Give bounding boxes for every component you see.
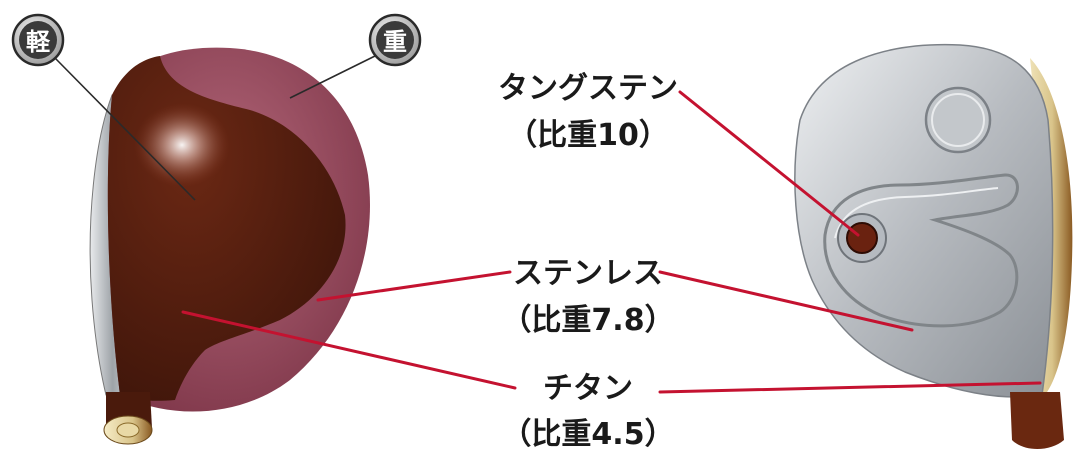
- light-badge-text: 軽: [26, 28, 51, 56]
- titanium-gravity-label: （比重4.5）: [501, 417, 674, 452]
- light-badge: 軽: [11, 13, 65, 67]
- stainless-rim-leader-line: [316, 270, 512, 302]
- tungsten-weight: [846, 222, 878, 254]
- hosel-bore: [116, 422, 140, 438]
- sole-channel: [823, 173, 1019, 328]
- heavy-leader-line: [289, 55, 376, 99]
- tungsten-label: タングステン: [498, 71, 678, 106]
- tungsten-leader-line: [678, 90, 860, 237]
- stainless-sole-leader-line: [658, 270, 914, 332]
- round-weight: [924, 86, 992, 154]
- sole-channel-inner: [834, 187, 999, 239]
- light-leader-line: [54, 57, 196, 201]
- titanium-face-leader-line: [658, 381, 1042, 394]
- right-hosel: [1010, 392, 1064, 449]
- right-club-head: [794, 43, 1073, 449]
- titanium-body-leader-line: [181, 310, 517, 390]
- stainless-gravity-label: （比重7.8）: [501, 303, 674, 338]
- tungsten-gravity-label: （比重10）: [507, 118, 669, 153]
- steel-sole: [794, 43, 1054, 398]
- heavy-badge: 重: [368, 13, 422, 67]
- highlight-glow: [134, 103, 230, 187]
- stainless-label: ステンレス: [513, 256, 663, 291]
- left-club-head: [89, 47, 370, 445]
- heavy-badge-text: 重: [383, 28, 407, 56]
- round-weight-ring: [931, 93, 985, 147]
- titanium-label: チタン: [543, 371, 633, 406]
